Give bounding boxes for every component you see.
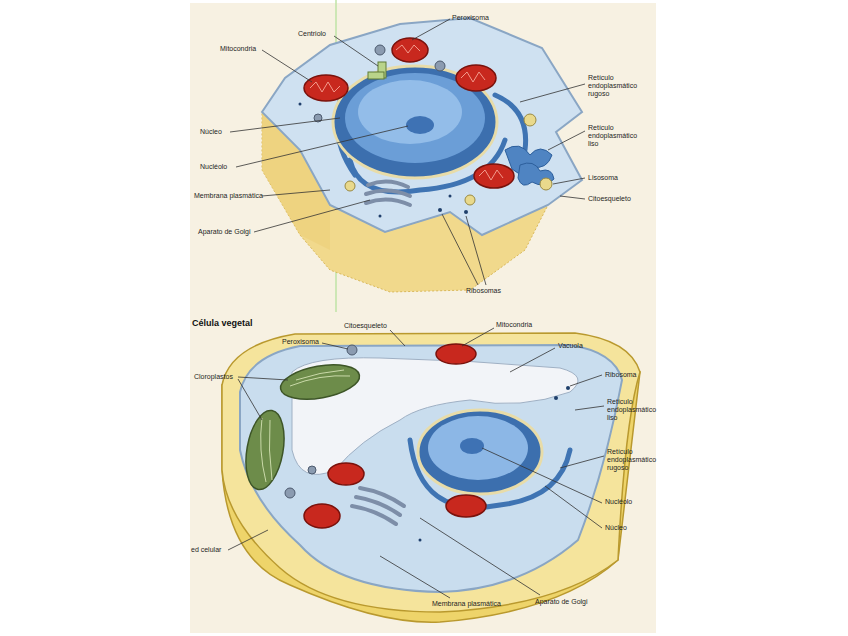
part-label: Retículo endoplasmático rugoso xyxy=(588,74,638,98)
part-label: Membrana plasmática xyxy=(432,600,501,608)
golgi xyxy=(352,488,404,524)
part-label: Núcleo xyxy=(605,524,627,532)
ribosomes xyxy=(419,386,571,542)
part-label: Aparato de Golgi xyxy=(535,598,588,606)
nucleolus xyxy=(460,438,484,454)
lysosome xyxy=(345,114,552,205)
part-label: Vacuola xyxy=(558,342,583,350)
part-label: Aparato de Golgi xyxy=(198,228,251,236)
part-label: Ribosoma xyxy=(605,371,637,379)
cell-wall-top xyxy=(222,333,640,612)
mitochondria xyxy=(304,344,486,528)
nucleolus xyxy=(406,116,434,134)
page-ground xyxy=(190,3,656,633)
part-label: Ribosomas xyxy=(466,287,501,295)
animal-cell xyxy=(262,18,582,292)
nuclear-envelope xyxy=(418,410,542,494)
nuclear-envelope xyxy=(333,66,497,178)
mitochondria xyxy=(304,38,514,188)
peroxisome xyxy=(314,45,445,122)
nucleus xyxy=(428,416,528,480)
part-label: Cloroplastos xyxy=(194,373,233,381)
part-label: Peroxisoma xyxy=(452,14,489,22)
panel-heading: Célula vegetal xyxy=(192,318,253,328)
part-label: Nucléolo xyxy=(200,163,227,171)
part-label: Mitocondria xyxy=(496,321,532,329)
part-label: Mitocondria xyxy=(220,45,256,53)
part-label: Peroxisoma xyxy=(282,338,319,346)
part-label: Retículo endoplasmático rugoso xyxy=(607,448,655,472)
part-label: Nucléolo xyxy=(605,498,632,506)
centriole xyxy=(368,62,386,79)
leader-lines xyxy=(228,19,604,598)
plant-cytoplasm xyxy=(240,345,622,592)
part-label: Retículo endoplasmático liso xyxy=(607,398,655,422)
peroxisome xyxy=(285,345,357,498)
animal-cytoplasm xyxy=(262,18,582,235)
cristae xyxy=(310,45,503,180)
part-label: Núcleo xyxy=(200,128,222,136)
plant-cell xyxy=(222,333,640,622)
part-label: Centriolo xyxy=(298,30,326,38)
part-label: Lisosoma xyxy=(588,174,618,182)
golgi xyxy=(366,181,410,205)
part-label: Membrana plasmática xyxy=(194,192,263,200)
part-label: Citoesqueleto xyxy=(344,322,387,330)
part-label: ed celular xyxy=(191,546,221,554)
part-label: Citoesqueleto xyxy=(588,195,631,203)
part-label: Retículo endoplasmático liso xyxy=(588,124,638,148)
